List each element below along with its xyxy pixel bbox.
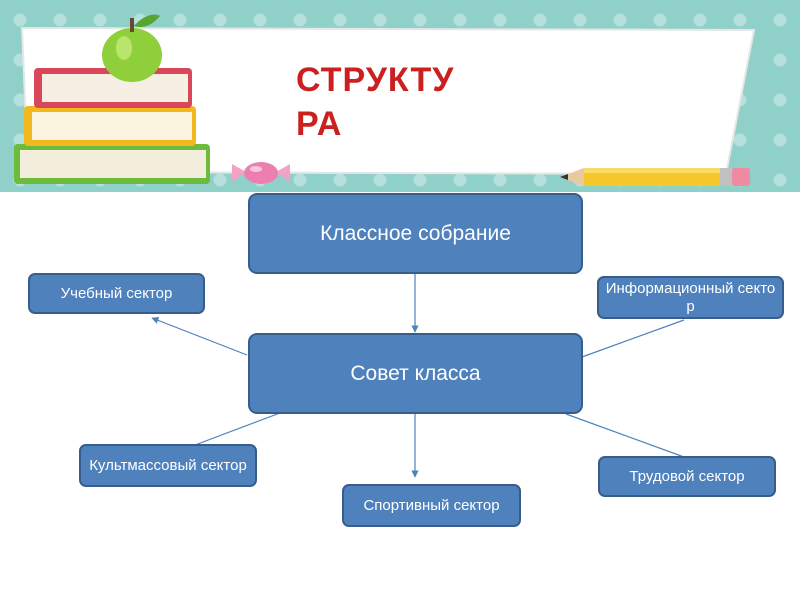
node-class-council-label: Совет класса [350, 361, 481, 385]
slide-title-line-2: РА [296, 105, 343, 143]
node-sport-sector[interactable]: Спортивный сектор [342, 484, 521, 527]
node-class-council[interactable]: Совет класса [248, 333, 583, 414]
node-labor-sector-label: Трудовой сектор [629, 467, 745, 485]
pencil-icon [560, 168, 750, 186]
connector-council-cultural [194, 412, 281, 446]
node-info-sector-label: Информационный сектор [605, 279, 776, 315]
connector-council-info [581, 319, 685, 358]
books-icon [14, 68, 210, 184]
slide-title-line-1: СТРУКТУ [296, 61, 455, 99]
node-class-assembly[interactable]: Классное собрание [248, 193, 583, 274]
node-sport-sector-label: Спортивный сектор [363, 496, 500, 514]
connector-council-labor [565, 413, 685, 458]
node-class-assembly-label: Классное собрание [320, 221, 511, 245]
node-labor-sector[interactable]: Трудовой сектор [598, 456, 776, 497]
node-study-sector-label: Учебный сектор [60, 284, 173, 302]
connector-council-study [151, 316, 248, 356]
node-info-sector[interactable]: Информационный сектор [597, 276, 784, 319]
node-cultural-sector-label: Культмассовый сектор [89, 456, 247, 474]
slide-title: СТРУКТУ РА [296, 58, 476, 146]
node-cultural-sector[interactable]: Культмассовый сектор [79, 444, 257, 487]
node-study-sector[interactable]: Учебный сектор [28, 273, 205, 314]
candy-icon [232, 162, 290, 184]
apple-icon [102, 14, 162, 82]
